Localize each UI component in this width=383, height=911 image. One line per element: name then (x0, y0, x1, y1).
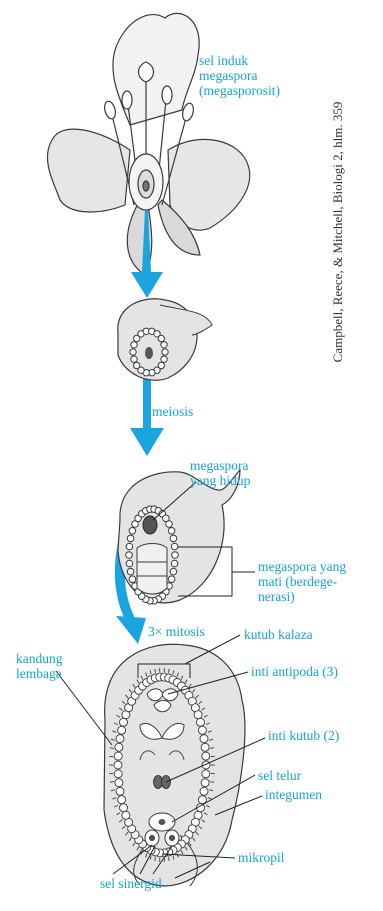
degenerating-megaspores (137, 544, 167, 595)
nucellus-cell (127, 535, 134, 542)
nucellus-cell (194, 711, 202, 719)
nucellus-cell (168, 528, 175, 535)
nucellus-cell (197, 718, 205, 726)
nucellus-cell (116, 735, 124, 743)
megasporocyte-nucleus (145, 347, 153, 359)
label-dead-megaspores: megaspora yang mati (berdege- nerasi) (258, 559, 346, 604)
label-egg-cell: sel telur (258, 768, 301, 783)
nucellus-cell (126, 543, 133, 550)
label-surviving-megaspore-line-1: megaspora (190, 458, 250, 473)
nucellus-cell (201, 779, 209, 787)
label-mitosis: 3× mitosis (148, 624, 205, 639)
label-megasporocyte-line-2: megaspora (199, 68, 280, 83)
nucellus-cell (161, 342, 167, 348)
nucellus-cell (127, 568, 134, 575)
nucellus-cell (129, 576, 136, 583)
nucellus-cell (118, 796, 126, 804)
label-embryo-sac: kandung lembaga (16, 651, 63, 681)
sac-wall-spike (155, 857, 156, 861)
ovule-after-meiosis (118, 470, 240, 604)
nucellus-cell (114, 752, 122, 760)
nucellus-cell (114, 761, 122, 769)
label-polar-nuclei: inti kutub (2) (268, 728, 339, 743)
label-embryo-sac-line-2: lembaga (16, 666, 63, 681)
nucellus-cell (171, 560, 178, 567)
nucellus-cell (126, 552, 133, 559)
nucellus-cell (114, 770, 122, 778)
label-dead-megaspores-line-2: mati (berdege- (258, 574, 346, 589)
label-integument: integumen (265, 787, 322, 802)
label-embryo-sac-line-1: kandung (16, 651, 63, 666)
source-credit: Campbell, Reece, & Mitchell, Biologi 2, … (330, 102, 346, 363)
nucellus-cell (198, 796, 206, 804)
label-dead-megaspores-line-1: megaspora yang (258, 559, 346, 574)
nucellus-cell (158, 335, 164, 341)
label-surviving-megaspore: megaspora yang hidup (190, 458, 250, 488)
nucellus-cell (161, 356, 167, 362)
nucellus-cell (170, 535, 177, 542)
label-micropyle: mikropil (238, 850, 285, 865)
nucellus-cell (168, 576, 175, 583)
nucellus-cell (122, 811, 130, 819)
label-megasporocyte: sel induk megaspora (megasporosit) (199, 53, 280, 98)
nucellus-cell (116, 787, 124, 795)
nucellus-cell (198, 726, 206, 734)
nucellus-cell (131, 342, 137, 348)
label-synergid-cells: sel sinergid (100, 876, 162, 891)
nucellus-cell (115, 743, 123, 751)
sac-wall-spike (155, 669, 156, 673)
ovule-megasporocyte (118, 299, 212, 380)
nucellus-cell (126, 560, 133, 567)
nucellus-cell (172, 552, 179, 559)
ovule-mature-embryo-sac (104, 644, 245, 886)
label-antipodal-nuclei: inti antipoda (3) (251, 664, 338, 679)
nucellus-cell (171, 543, 178, 550)
nucellus-cell (130, 349, 136, 355)
label-dead-megaspores-line-3: nerasi) (258, 589, 346, 604)
label-meiosis: meiosis (152, 404, 193, 419)
nucellus-cell (166, 521, 173, 528)
nucellus-cell (202, 752, 210, 760)
label-megasporocyte-line-3: (megasporosit) (199, 83, 280, 98)
label-surviving-megaspore-line-2: yang hidup (190, 473, 250, 488)
nucellus-cell (170, 568, 177, 575)
nucellus-cell (129, 528, 136, 535)
nucellus-cell (200, 787, 208, 795)
sac-wall-spike (169, 669, 170, 673)
sac-wall-spike (169, 857, 170, 861)
nucellus-cell (118, 726, 126, 734)
nucellus-cell (162, 349, 168, 355)
nucellus-cell (201, 743, 209, 751)
nucellus-cell (120, 718, 128, 726)
nucellus-cell (115, 779, 123, 787)
nucellus-cell (131, 356, 137, 362)
nucellus-cell (202, 770, 210, 778)
label-chalazal-pole: kutub kalaza (244, 627, 313, 642)
nucellus-cell (134, 362, 140, 368)
nucellus-cell (200, 735, 208, 743)
label-megasporocyte-line-1: sel induk (199, 53, 280, 68)
nucellus-cell (120, 804, 128, 812)
